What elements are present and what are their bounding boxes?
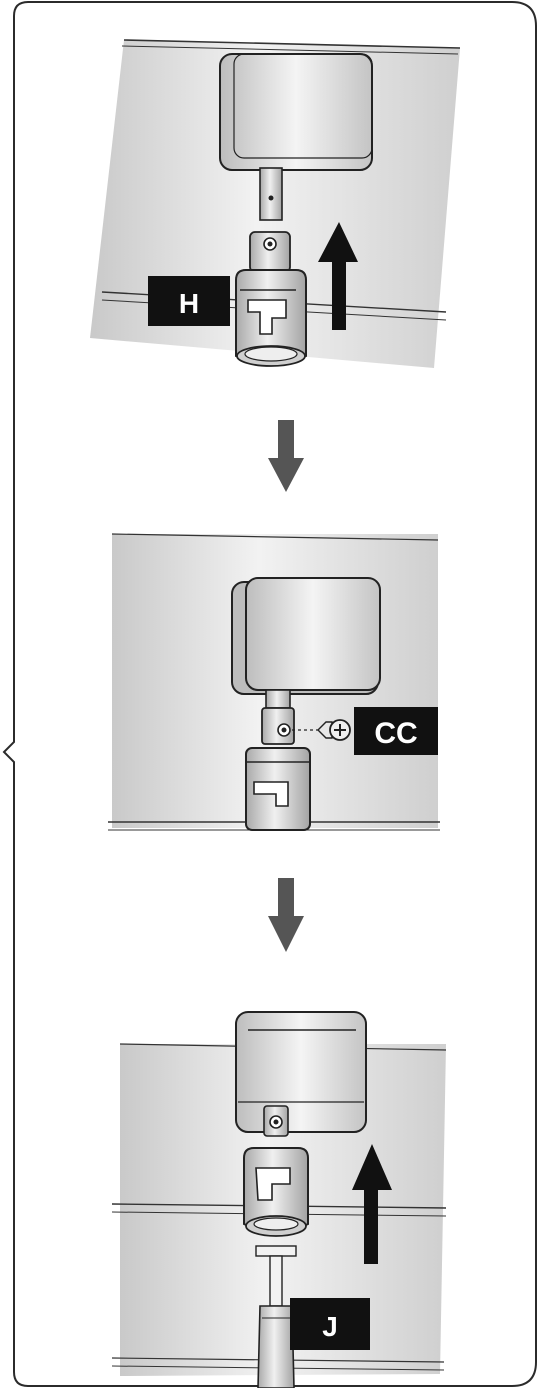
callout-h: H bbox=[148, 276, 230, 326]
mount-box-2 bbox=[246, 578, 380, 690]
down-arrow-icon bbox=[268, 878, 304, 952]
callout-j-label: J bbox=[322, 1311, 338, 1342]
step-1-illustration: H bbox=[90, 40, 460, 368]
socket-part-3 bbox=[244, 1148, 308, 1236]
callout-h-label: H bbox=[179, 288, 199, 319]
pin-2 bbox=[266, 690, 290, 708]
pin-1 bbox=[260, 168, 282, 220]
step-3-illustration: J bbox=[112, 1012, 446, 1388]
callout-cc-label: CC bbox=[374, 717, 417, 750]
callout-cc: CC bbox=[354, 707, 438, 755]
step-2-illustration: CC bbox=[108, 534, 440, 830]
callout-j: J bbox=[290, 1298, 370, 1350]
mount-box-1 bbox=[220, 54, 372, 170]
down-arrow-icon bbox=[268, 420, 304, 492]
